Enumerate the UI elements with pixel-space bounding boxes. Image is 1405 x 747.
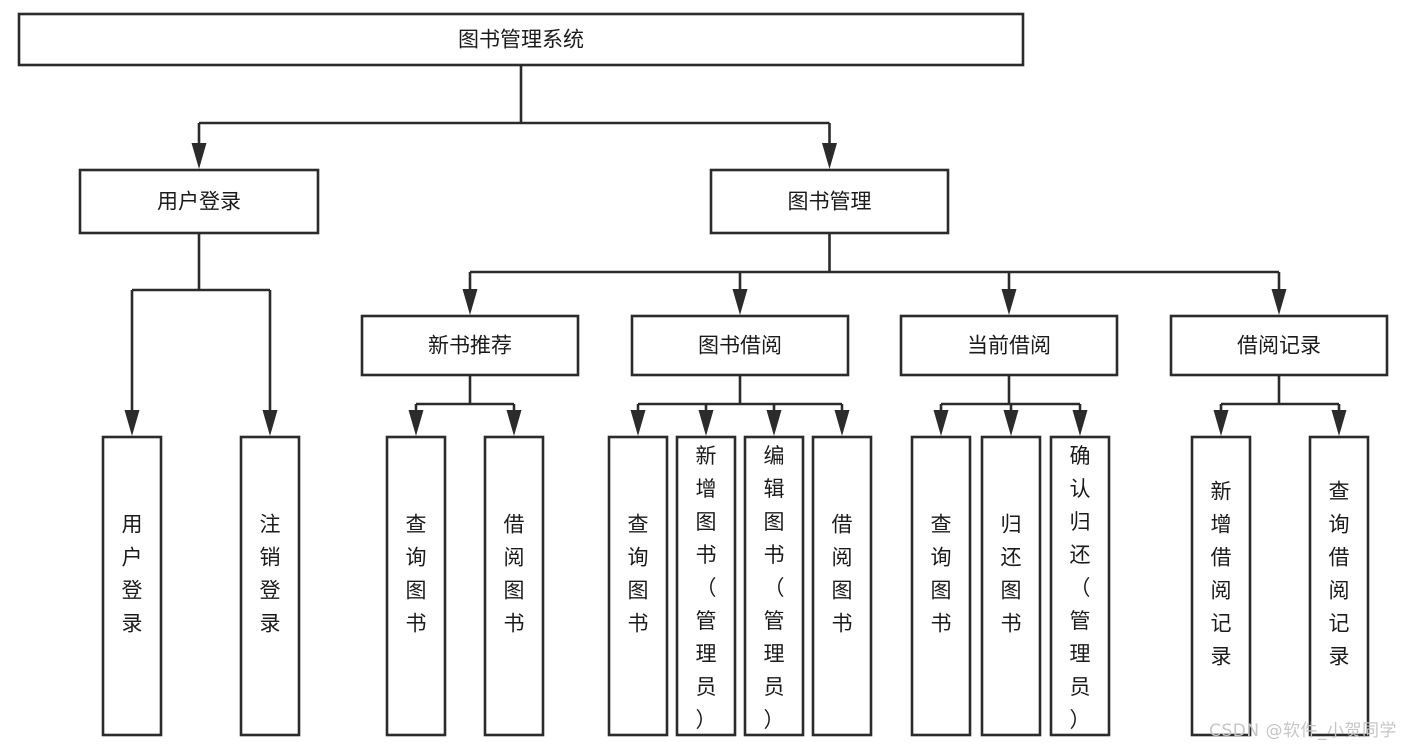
arrowhead-icon <box>766 410 782 436</box>
node-root[interactable]: 图书管理系统 <box>17 12 1025 67</box>
node-box[interactable] <box>1049 435 1111 737</box>
arrowhead-icon <box>1001 289 1017 315</box>
node-box[interactable] <box>1169 314 1389 377</box>
arrowhead-icon <box>822 143 837 169</box>
edge-group-bookmgmt <box>462 233 1287 315</box>
node-label: 借阅图书 <box>504 513 525 636</box>
arrowhead-icon <box>698 410 714 436</box>
arrowhead-icon <box>124 410 140 436</box>
arrowhead-icon <box>506 410 522 436</box>
node-box[interactable] <box>101 435 163 737</box>
watermark-label: CSDN @软件_小贺同学 <box>1209 721 1397 741</box>
node-leaf-rec-1[interactable]: 新增借阅记录 <box>1190 435 1252 737</box>
node-bookmgmt[interactable]: 图书管理 <box>709 168 950 235</box>
arrowhead-icon <box>1271 289 1287 315</box>
node-label: 用户登录 <box>122 513 143 636</box>
arrowhead-icon <box>1213 410 1229 436</box>
node-box[interactable] <box>360 314 580 377</box>
node-label: 借阅图书 <box>832 513 853 636</box>
node-leaf-new-1[interactable]: 查询图书 <box>385 435 447 737</box>
node-label: 查询借阅记录 <box>1329 480 1350 669</box>
node-box[interactable] <box>1308 435 1370 737</box>
arrowhead-icon <box>191 143 207 169</box>
node-box[interactable] <box>607 435 669 737</box>
node-label: 归还图书 <box>1001 513 1022 636</box>
node-leaf-borrow-3[interactable]: 编辑图书（管理员） <box>743 435 805 737</box>
node-box[interactable] <box>899 314 1119 377</box>
arrowhead-icon <box>630 410 646 436</box>
arrowhead-icon <box>834 410 850 436</box>
node-box[interactable] <box>17 12 1025 67</box>
node-label: 借阅记录 <box>1237 334 1321 358</box>
node-box[interactable] <box>910 435 972 737</box>
node-label: 新增借阅记录 <box>1211 480 1232 669</box>
arrowhead-icon <box>462 289 478 315</box>
node-label: 用户登录 <box>157 190 241 214</box>
node-leaf-rec-2[interactable]: 查询借阅记录 <box>1308 435 1370 737</box>
node-leaf-login-1[interactable]: 用户登录 <box>101 435 163 737</box>
arrowhead-icon <box>732 289 748 315</box>
node-label: 图书借阅 <box>698 334 782 358</box>
edge-group-borrow <box>630 375 850 436</box>
connector-layer <box>124 65 1347 436</box>
node-label: 新书推荐 <box>428 334 512 358</box>
node-label: 查询图书 <box>931 513 952 636</box>
edge-group-root <box>191 65 837 169</box>
arrowhead-icon <box>408 410 424 436</box>
node-leaf-new-2[interactable]: 借阅图书 <box>483 435 545 737</box>
node-box[interactable] <box>709 168 950 235</box>
node-box[interactable] <box>675 435 737 737</box>
node-box[interactable] <box>743 435 805 737</box>
edge-group-login <box>124 233 278 436</box>
node-leaf-borrow-4[interactable]: 借阅图书 <box>811 435 873 737</box>
node-box[interactable] <box>811 435 873 737</box>
node-leaf-borrow-1[interactable]: 查询图书 <box>607 435 669 737</box>
node-layer: 图书管理系统用户登录图书管理新书推荐图书借阅当前借阅借阅记录用户登录注销登录查询… <box>17 12 1389 737</box>
node-leaf-cur-2[interactable]: 归还图书 <box>980 435 1042 737</box>
node-label: 查询图书 <box>406 513 427 636</box>
node-label: 编辑图书（管理员） <box>764 444 785 732</box>
arrowhead-icon <box>1003 410 1019 436</box>
node-label: 图书管理 <box>788 190 872 214</box>
node-label: 当前借阅 <box>967 334 1051 358</box>
node-box[interactable] <box>1190 435 1252 737</box>
node-label: 图书管理系统 <box>458 28 584 52</box>
arrowhead-icon <box>1331 410 1347 436</box>
node-box[interactable] <box>385 435 447 737</box>
node-label: 注销登录 <box>260 513 281 636</box>
node-label: 新增图书（管理员） <box>696 444 717 732</box>
node-label: 查询图书 <box>628 513 649 636</box>
node-leaf-cur-3[interactable]: 确认归还（管理员） <box>1049 435 1111 737</box>
node-box[interactable] <box>630 314 850 377</box>
node-record[interactable]: 借阅记录 <box>1169 314 1389 377</box>
node-borrow[interactable]: 图书借阅 <box>630 314 850 377</box>
node-leaf-login-2[interactable]: 注销登录 <box>239 435 301 737</box>
edge-group-newbook <box>408 375 522 436</box>
edge-group-record <box>1213 375 1347 436</box>
node-newbook[interactable]: 新书推荐 <box>360 314 580 377</box>
node-current[interactable]: 当前借阅 <box>899 314 1119 377</box>
node-login[interactable]: 用户登录 <box>78 168 320 235</box>
node-box[interactable] <box>239 435 301 737</box>
arrowhead-icon <box>262 410 278 436</box>
edge-group-current <box>933 375 1088 436</box>
node-leaf-cur-1[interactable]: 查询图书 <box>910 435 972 737</box>
node-box[interactable] <box>483 435 545 737</box>
arrowhead-icon <box>933 410 949 436</box>
node-leaf-borrow-2[interactable]: 新增图书（管理员） <box>675 435 737 737</box>
node-box[interactable] <box>980 435 1042 737</box>
node-label: 确认归还（管理员） <box>1070 444 1091 732</box>
node-box[interactable] <box>78 168 320 235</box>
arrowhead-icon <box>1072 410 1088 436</box>
